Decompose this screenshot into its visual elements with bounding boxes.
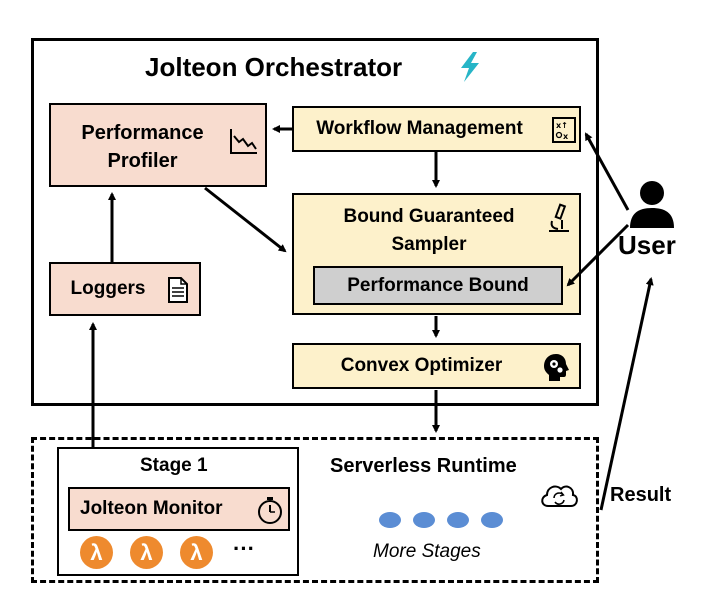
orchestrator-title: Jolteon Orchestrator <box>145 52 403 82</box>
convex-optimizer-label: Convex Optimizer <box>340 355 503 376</box>
performance-profiler-box: Performance Profiler <box>49 103 267 187</box>
jolteon-monitor-label: Jolteon Monitor <box>80 498 223 519</box>
svg-text:x: x <box>563 132 569 141</box>
stage-1-label: Stage 1 <box>140 455 208 476</box>
head-gears-icon <box>544 354 569 381</box>
stopwatch-icon <box>258 497 282 524</box>
convex-optimizer-box: Convex Optimizer <box>292 343 581 389</box>
loggers-box: Loggers <box>49 262 201 316</box>
stage-dot <box>447 512 469 528</box>
performance-bound-label: Performance Bound <box>347 274 529 296</box>
more-stages-label: More Stages <box>373 541 481 562</box>
stage-dot <box>413 512 435 528</box>
arrow-profiler-to-sampler <box>204 186 287 253</box>
svg-text:x↑: x↑ <box>556 121 568 130</box>
user-icon <box>630 181 674 228</box>
lambda-icon: λ <box>80 536 113 569</box>
stage-dot <box>379 512 401 528</box>
lambda-icon: λ <box>180 536 213 569</box>
orchestrator-container <box>31 38 599 406</box>
stage-dot <box>481 512 503 528</box>
user-label: User <box>618 230 676 260</box>
serverless-runtime-container <box>31 437 599 583</box>
loggers-label: Loggers <box>70 278 146 299</box>
strategy-board-icon: x↑ x <box>552 117 576 143</box>
trend-down-chart-icon <box>230 129 257 154</box>
document-icon <box>168 277 188 303</box>
bound-sampler-label: Bound Guaranteed Sampler <box>343 206 515 255</box>
jolteon-monitor-box: Jolteon Monitor <box>68 487 290 531</box>
lambda-icon: λ <box>130 536 163 569</box>
arrow-user-to-workflow <box>584 132 630 211</box>
more-lambdas-ellipsis: ··· <box>233 536 255 561</box>
performance-bound-box: Performance Bound <box>313 266 563 305</box>
arrow-result-to-user <box>599 277 654 511</box>
workflow-management-label: Workflow Management <box>316 118 523 139</box>
bolt-icon <box>461 52 479 82</box>
result-label: Result <box>610 484 672 506</box>
arrow-user-to-bound <box>566 223 630 287</box>
performance-profiler-label: Performance Profiler <box>81 122 204 172</box>
workflow-management-box: Workflow Management x↑ x <box>292 106 581 152</box>
stage-1-box <box>57 447 299 576</box>
cloud-sync-icon <box>541 485 578 507</box>
microscope-icon <box>549 203 569 232</box>
serverless-runtime-label: Serverless Runtime <box>330 455 517 477</box>
